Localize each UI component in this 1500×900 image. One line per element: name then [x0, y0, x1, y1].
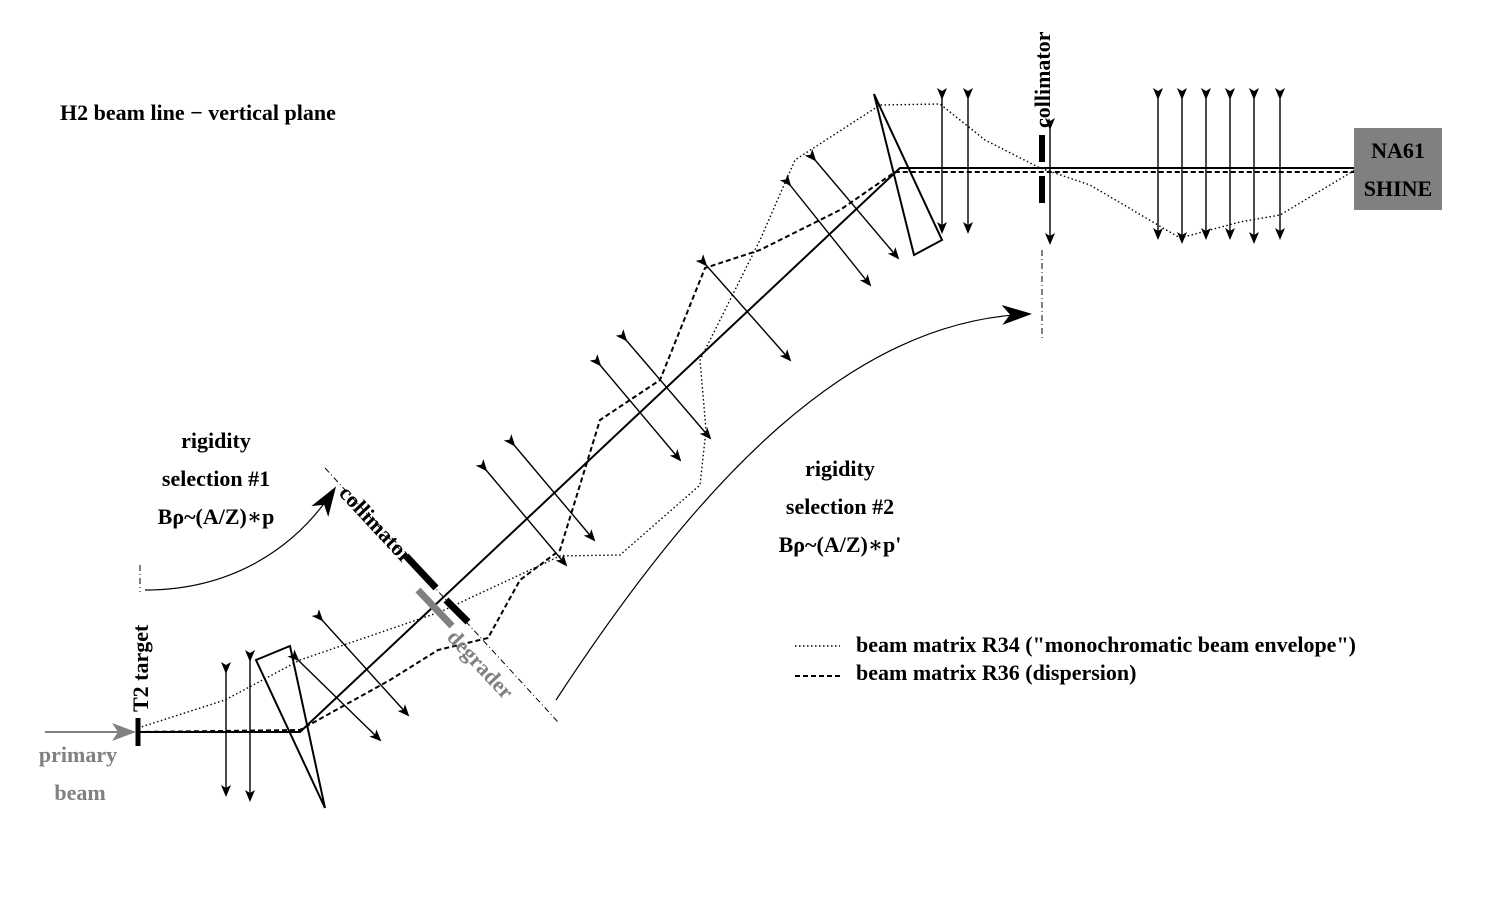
experiment-box: [1354, 128, 1442, 210]
degrader-label: degrader: [442, 624, 519, 704]
dipole-1: [254, 644, 326, 809]
rigidity-2-line1: rigidity: [805, 456, 875, 481]
rigidity-2-line3: Bρ~(A/Z)∗p': [779, 532, 902, 557]
rigidity-1-line2: selection #1: [162, 466, 270, 491]
primary-beam-label-2: beam: [54, 780, 105, 805]
quadrupole-set-diagonal: [287, 149, 900, 742]
diagram-title: H2 beam line − vertical plane: [60, 100, 336, 125]
experiment-label-1: NA61: [1371, 138, 1425, 163]
collimator-top-label: collimator: [1030, 31, 1055, 128]
rigidity-1-line1: rigidity: [181, 428, 251, 453]
rigidity-selection-2-arrow: [555, 304, 1032, 701]
quadrupole-set-2: [937, 88, 1055, 245]
quadrupole-set-3: [1153, 88, 1285, 244]
dipole-2: [873, 93, 944, 257]
selection-plane-guide: [324, 467, 559, 723]
quadrupole-set-1: [221, 650, 255, 802]
rigidity-selection-1-arrow: [144, 486, 337, 591]
target-label: T2 target: [128, 624, 153, 712]
legend-r36-label: beam matrix R36 (dispersion): [856, 660, 1136, 685]
rigidity-2-line2: selection #2: [786, 494, 894, 519]
legend-r34-label: beam matrix R34 ("monochromatic beam env…: [856, 632, 1356, 657]
experiment-label-2: SHINE: [1364, 176, 1432, 201]
primary-beam-label-1: primary: [39, 742, 117, 767]
collimator-mid-label: collimator: [334, 480, 418, 568]
degrader-bar: [415, 587, 455, 629]
rigidity-1-line3: Bρ~(A/Z)∗p: [158, 504, 275, 529]
legend: beam matrix R34 ("monochromatic beam env…: [795, 632, 1356, 685]
